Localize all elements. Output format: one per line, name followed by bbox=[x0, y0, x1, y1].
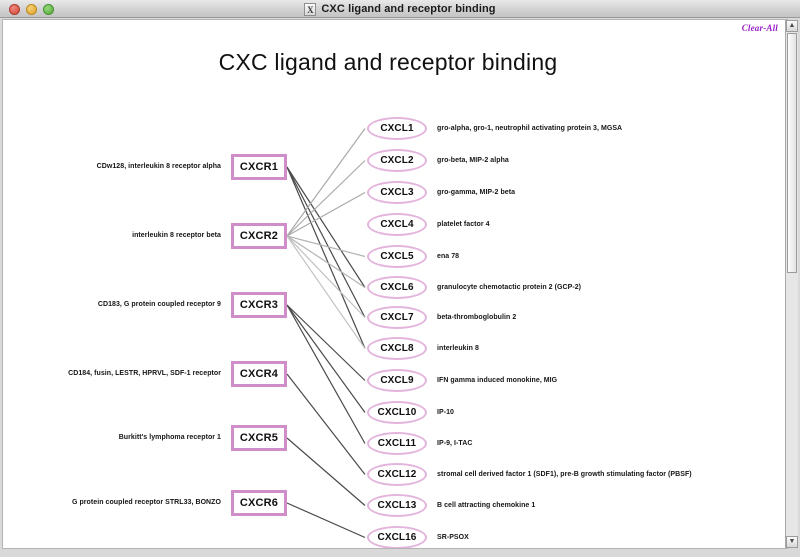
edge-cxcr2-cxcl3 bbox=[286, 191, 366, 237]
ligand-node-cxcl3[interactable]: CXCL3 bbox=[367, 181, 427, 204]
ligand-alias-cxcl7: beta-thromboglobulin 2 bbox=[437, 314, 517, 321]
ligand-alias-cxcl11: IP-9, I-TAC bbox=[437, 440, 473, 447]
ligand-alias-cxcl3: gro-gamma, MIP-2 beta bbox=[437, 189, 516, 196]
ligand-alias-cxcl9: IFN gamma induced monokine, MIG bbox=[437, 377, 558, 384]
ligand-node-cxcl4[interactable]: CXCL4 bbox=[367, 213, 427, 236]
close-button[interactable] bbox=[9, 4, 20, 15]
window-title-group: X CXC ligand and receptor binding bbox=[0, 0, 800, 18]
edge-cxcr2-cxcl2 bbox=[286, 160, 366, 237]
receptor-node-cxcr4[interactable]: CXCR4 bbox=[231, 361, 287, 387]
ligand-alias-cxcl16: SR-PSOX bbox=[437, 534, 469, 541]
vertical-scrollbar[interactable]: ▲ ▼ bbox=[785, 20, 798, 548]
receptor-node-cxcr5[interactable]: CXCR5 bbox=[231, 425, 287, 451]
ligand-alias-cxcl1: gro-alpha, gro-1, neutrophil activating … bbox=[437, 125, 623, 132]
application-icon: X bbox=[304, 2, 317, 16]
ligand-node-cxcl13[interactable]: CXCL13 bbox=[367, 494, 427, 517]
ligand-alias-cxcl6: granulocyte chemotactic protein 2 (GCP-2… bbox=[437, 284, 582, 291]
edge-cxcr1-cxcl6 bbox=[286, 166, 366, 288]
scroll-up-arrow-icon[interactable]: ▲ bbox=[786, 20, 798, 32]
ligand-alias-cxcl10: IP-10 bbox=[437, 409, 454, 416]
receptor-alias-cxcr5: Burkitt's lymphoma receptor 1 bbox=[118, 434, 221, 441]
edge-cxcr3-cxcl10 bbox=[286, 304, 366, 413]
ligand-node-cxcl11[interactable]: CXCL11 bbox=[367, 432, 427, 455]
ligand-node-cxcl5[interactable]: CXCL5 bbox=[367, 245, 427, 268]
ligand-node-cxcl9[interactable]: CXCL9 bbox=[367, 369, 427, 392]
ligand-node-cxcl10[interactable]: CXCL10 bbox=[367, 401, 427, 424]
edge-cxcr2-cxcl7 bbox=[286, 235, 366, 318]
receptor-alias-cxcr4: CD184, fusin, LESTR, HPRVL, SDF-1 recept… bbox=[68, 370, 221, 377]
edge-cxcr1-cxcl7 bbox=[286, 166, 366, 318]
edge-cxcr1-cxcl8 bbox=[286, 166, 366, 349]
ligand-node-cxcl7[interactable]: CXCL7 bbox=[367, 306, 427, 329]
content-area: Clear-All CXC ligand and receptor bindin… bbox=[2, 19, 788, 549]
edge-cxcr6-cxcl16 bbox=[286, 502, 366, 539]
ligand-alias-cxcl12: stromal cell derived factor 1 (SDF1), pr… bbox=[437, 471, 692, 478]
receptor-node-cxcr1[interactable]: CXCR1 bbox=[231, 154, 287, 180]
pathway-diagram: CXC ligand and receptor binding CXCR1 CDw… bbox=[3, 20, 773, 548]
edge-cxcr4-cxcl12 bbox=[286, 373, 366, 475]
receptor-node-cxcr3[interactable]: CXCR3 bbox=[231, 292, 287, 318]
window-title: CXC ligand and receptor binding bbox=[321, 3, 496, 15]
ligand-node-cxcl8[interactable]: CXCL8 bbox=[367, 337, 427, 360]
ligand-alias-cxcl8: interleukin 8 bbox=[437, 345, 479, 352]
page-title: CXC ligand and receptor binding bbox=[218, 49, 558, 75]
ligand-node-cxcl2[interactable]: CXCL2 bbox=[367, 149, 427, 172]
receptor-alias-cxcr3: CD183, G protein coupled receptor 9 bbox=[97, 301, 221, 308]
ligand-node-cxcl16[interactable]: CXCL16 bbox=[367, 526, 427, 548]
ligand-alias-cxcl13: B cell attracting chemokine 1 bbox=[437, 502, 536, 509]
ligand-alias-cxcl2: gro-beta, MIP-2 alpha bbox=[437, 157, 509, 164]
edge-cxcr5-cxcl13 bbox=[286, 437, 366, 506]
minimize-button[interactable] bbox=[26, 4, 37, 15]
ligand-node-cxcl1[interactable]: CXCL1 bbox=[367, 117, 427, 140]
receptor-alias-cxcr1: CDw128, interleukin 8 receptor alpha bbox=[96, 163, 221, 170]
ligand-alias-cxcl4: platelet factor 4 bbox=[437, 221, 490, 228]
edge-cxcr2-cxcl1 bbox=[286, 128, 366, 237]
maximize-button[interactable] bbox=[43, 4, 54, 15]
scrollbar-thumb[interactable] bbox=[787, 33, 797, 273]
edge-cxcr2-cxcl8 bbox=[286, 235, 366, 349]
edge-cxcr2-cxcl6 bbox=[286, 235, 366, 289]
ligand-node-cxcl6[interactable]: CXCL6 bbox=[367, 276, 427, 299]
edge-cxcr2-cxcl5 bbox=[286, 235, 366, 258]
clear-all-link[interactable]: Clear-All bbox=[741, 23, 778, 33]
receptor-alias-cxcr6: G protein coupled receptor STRL33, BONZO bbox=[71, 499, 221, 506]
ligand-alias-cxcl5: ena 78 bbox=[437, 253, 460, 260]
receptor-alias-cxcr2: interleukin 8 receptor beta bbox=[132, 232, 221, 239]
receptor-node-cxcr2[interactable]: CXCR2 bbox=[231, 223, 287, 249]
edge-cxcr3-cxcl11 bbox=[286, 304, 366, 444]
ligand-node-cxcl12[interactable]: CXCL12 bbox=[367, 463, 427, 486]
scroll-down-arrow-icon[interactable]: ▼ bbox=[786, 536, 798, 548]
title-bar[interactable]: X CXC ligand and receptor binding bbox=[0, 0, 800, 18]
receptor-node-cxcr6[interactable]: CXCR6 bbox=[231, 490, 287, 516]
edge-cxcr3-cxcl9 bbox=[286, 304, 366, 381]
